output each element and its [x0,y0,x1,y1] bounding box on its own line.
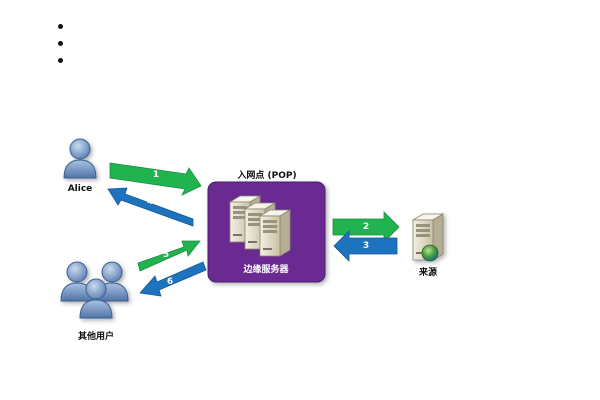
bullet-dot [58,41,63,46]
bullet-dot [58,24,63,29]
origin-label: 来源 [418,268,438,278]
other-users-label: 其他用户 [77,332,115,342]
arrow-step-3 [333,230,398,262]
globe-icon [421,244,439,262]
arrow-step-4 [107,187,194,227]
step-1-label: 1 [152,170,160,180]
pop-title: 入网点 (POP) [237,171,297,181]
step-4-label: 4 [146,197,154,207]
arrow-step-2 [332,211,400,243]
alice-label: Alice [67,184,93,194]
edge-servers-label: 边缘服务器 [243,265,289,275]
other-users-icon [60,261,129,319]
arrow-step-1 [109,162,202,196]
step-2-label: 2 [362,222,370,232]
arrow-step-6 [139,261,207,297]
step-6-label: 6 [166,277,174,287]
step-3-label: 3 [362,241,370,251]
bullet-dot [58,58,63,63]
edge-server-icon [259,209,291,257]
alice-user-icon [63,138,97,179]
arrow-step-5 [137,240,201,272]
step-5-label: 5 [162,250,170,260]
